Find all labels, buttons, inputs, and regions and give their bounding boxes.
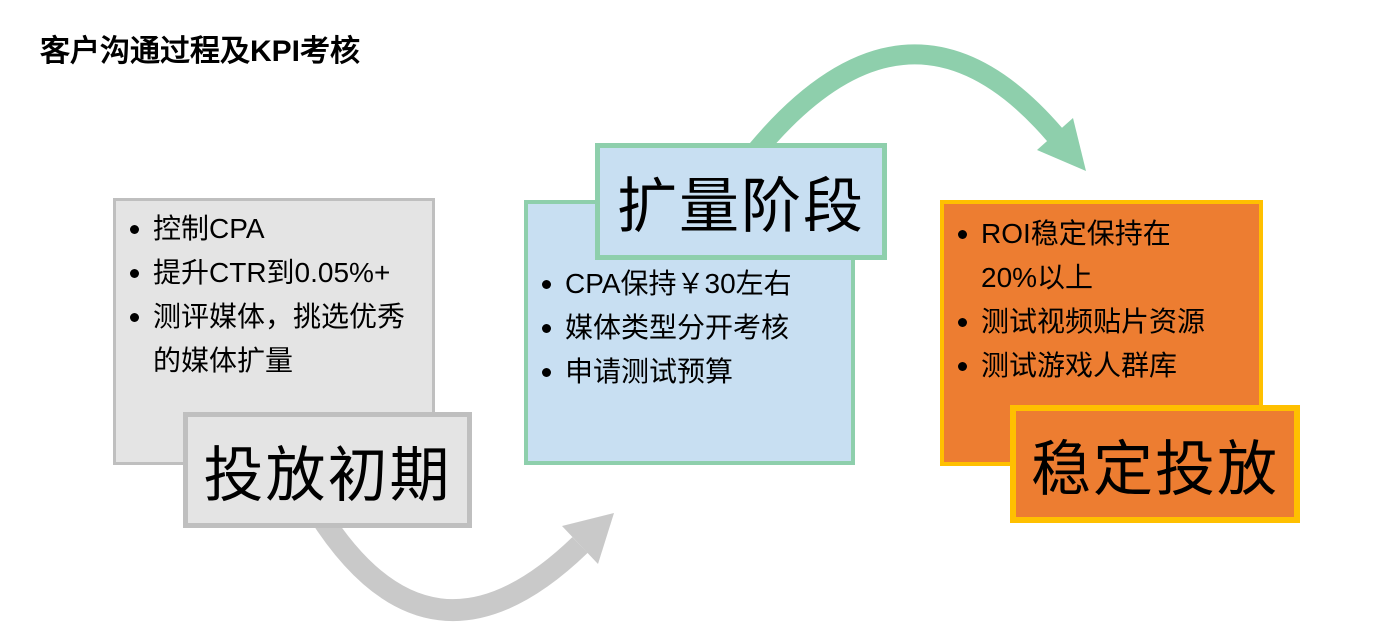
bullet-text: 控制CPA bbox=[153, 213, 265, 244]
bullet-item: 测试游戏人群库 bbox=[944, 344, 1255, 388]
stage-initial-bullet-list: 控制CPA 提升CTR到0.05%+ 测评媒体，挑选优秀 的媒体扩量 bbox=[116, 207, 426, 383]
stage-scale-label: 扩量阶段 bbox=[595, 143, 887, 260]
stage-scale-bullet-list: CPA保持￥30左右 媒体类型分开考核 申请测试预算 bbox=[528, 262, 845, 394]
bullet-text: 测试视频贴片资源 bbox=[981, 306, 1206, 337]
bullet-item: ROI稳定保持在 20%以上 bbox=[944, 212, 1255, 300]
bullet-text: 提升CTR到0.05%+ bbox=[153, 257, 391, 288]
bullet-item: CPA保持￥30左右 bbox=[528, 262, 845, 306]
bullet-dot-icon bbox=[958, 230, 967, 239]
arrow-initial-to-scale-icon bbox=[308, 506, 614, 622]
bullet-dot-icon bbox=[958, 318, 967, 327]
stage-initial-label: 投放初期 bbox=[183, 412, 472, 528]
bullet-item: 控制CPA bbox=[116, 207, 426, 251]
bullet-text: ROI稳定保持在 20%以上 bbox=[981, 218, 1171, 293]
bullet-item: 媒体类型分开考核 bbox=[528, 306, 845, 350]
stage-stable-bullet-list: ROI稳定保持在 20%以上 测试视频贴片资源 测试游戏人群库 bbox=[944, 212, 1255, 388]
bullet-dot-icon bbox=[542, 280, 551, 289]
bullet-item: 申请测试预算 bbox=[528, 350, 845, 394]
bullet-item: 测评媒体，挑选优秀 的媒体扩量 bbox=[116, 295, 426, 383]
page-title: 客户沟通过程及KPI考核 bbox=[40, 35, 361, 68]
arrow-scale-to-stable-icon bbox=[737, 44, 1086, 172]
bullet-dot-icon bbox=[130, 225, 139, 234]
bullet-text: CPA保持￥30左右 bbox=[565, 268, 792, 299]
bullet-dot-icon bbox=[958, 362, 967, 371]
stage-stable-label: 稳定投放 bbox=[1010, 405, 1300, 523]
bullet-text: 媒体类型分开考核 bbox=[565, 312, 790, 343]
bullet-dot-icon bbox=[542, 368, 551, 377]
bullet-item: 测试视频贴片资源 bbox=[944, 300, 1255, 344]
bullet-item: 提升CTR到0.05%+ bbox=[116, 251, 426, 295]
bullet-dot-icon bbox=[542, 324, 551, 333]
bullet-text: 测评媒体，挑选优秀 的媒体扩量 bbox=[153, 301, 406, 376]
bullet-text: 申请测试预算 bbox=[565, 356, 734, 387]
bullet-dot-icon bbox=[130, 269, 139, 278]
bullet-text: 测试游戏人群库 bbox=[981, 350, 1178, 381]
bullet-dot-icon bbox=[130, 313, 139, 322]
